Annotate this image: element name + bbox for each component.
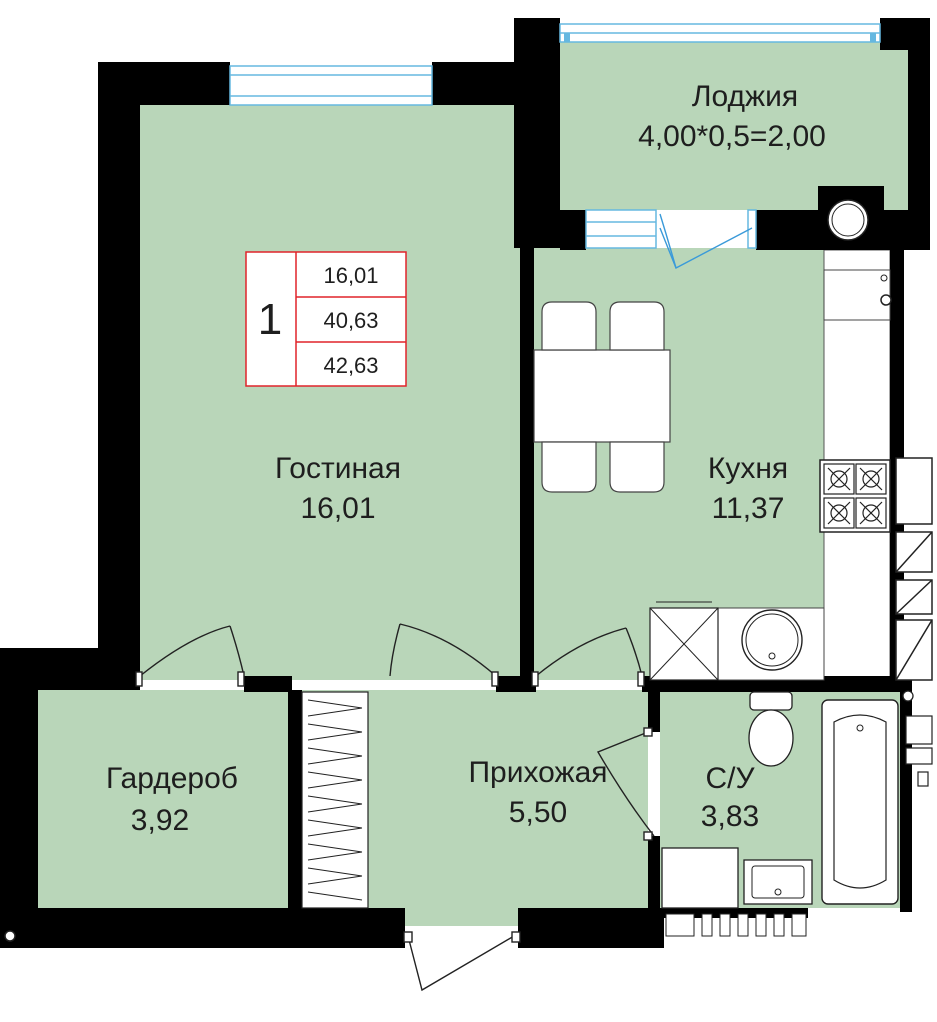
windows <box>229 23 881 249</box>
apartment-summary: 1 16,01 40,63 42,63 <box>245 251 407 387</box>
living-area: 16,01 <box>300 492 375 525</box>
wall <box>756 210 820 250</box>
chair <box>609 441 665 493</box>
chair <box>541 441 597 493</box>
hallway-closet <box>301 691 369 909</box>
dining-set <box>533 301 671 493</box>
living-window <box>229 65 433 106</box>
stove-icon <box>819 459 891 533</box>
bathroom-fixtures <box>661 690 933 937</box>
wall <box>288 690 302 908</box>
wall <box>496 676 536 692</box>
bathroom-name: С/У <box>705 762 755 795</box>
doors <box>135 213 753 992</box>
wall <box>518 908 664 948</box>
total-with-loggia-value: 42,63 <box>323 353 378 378</box>
chair <box>609 301 665 351</box>
wall <box>560 210 586 250</box>
loggia-door[interactable] <box>659 213 753 269</box>
bathroom-area: 3,83 <box>701 800 759 833</box>
bath-duct <box>905 715 933 787</box>
hallway-area: 5,50 <box>509 796 567 829</box>
wall <box>514 18 560 248</box>
living-name: Гостиная <box>275 452 401 485</box>
kitchen-counter <box>649 269 892 681</box>
wardrobe-name: Гардероб <box>106 762 238 795</box>
loggia-area: 4,00*0,5=2,00 <box>638 120 826 153</box>
hallway-door[interactable] <box>389 623 499 687</box>
loggia-name: Лоджия <box>692 80 798 113</box>
vent-icon <box>880 294 892 306</box>
sink-icon <box>741 609 803 671</box>
wall <box>0 648 38 948</box>
total-area-value: 40,63 <box>323 308 378 333</box>
loggia-window <box>559 23 881 43</box>
wall <box>880 210 930 250</box>
radiator-icon <box>665 913 807 937</box>
hallway-name: Прихожая <box>468 756 607 789</box>
room-labels: Лоджия 4,00*0,5=2,00 Гостиная 16,01 Кухн… <box>106 80 826 837</box>
wardrobe-area: 3,92 <box>131 804 189 837</box>
shaft-icon <box>827 199 869 241</box>
loggia-floor <box>560 24 908 210</box>
wardrobe-floor <box>38 690 288 908</box>
wall <box>660 908 808 918</box>
wall <box>900 690 912 912</box>
dining-table <box>533 349 671 443</box>
washing-machine-icon <box>661 847 739 909</box>
duct-boxes <box>895 457 933 681</box>
kitchen-door[interactable] <box>531 627 645 687</box>
kitchen-name: Кухня <box>708 452 788 485</box>
kitchen-window <box>585 209 757 249</box>
bathtub-icon <box>821 699 899 905</box>
toilet-icon <box>748 691 794 767</box>
pipe-icon <box>4 930 16 942</box>
wall <box>98 62 140 690</box>
dishwasher-icon <box>649 601 719 681</box>
rooms-count: 1 <box>258 295 282 344</box>
living-door[interactable] <box>135 625 245 687</box>
wall <box>244 676 292 692</box>
living-room-floor <box>140 105 522 680</box>
chair <box>541 301 597 351</box>
walls <box>0 18 930 948</box>
wall <box>0 908 405 948</box>
living-area-value: 16,01 <box>323 263 378 288</box>
bathroom-door[interactable] <box>596 727 655 841</box>
entrance-door[interactable] <box>403 931 521 992</box>
washbasin-icon <box>743 859 813 905</box>
pipe-icon <box>902 690 914 702</box>
wall <box>648 690 660 732</box>
wall <box>908 18 930 248</box>
kitchen-area: 11,37 <box>712 492 785 525</box>
